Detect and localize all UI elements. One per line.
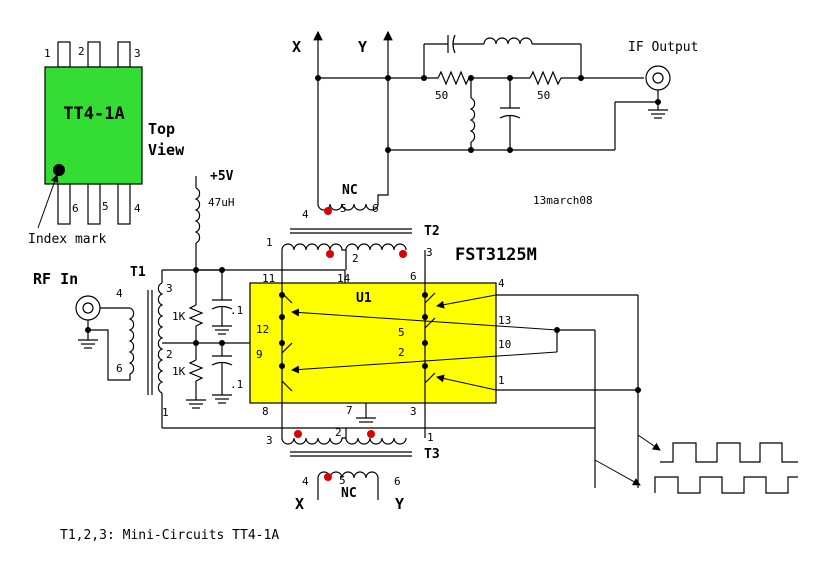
r50-left-label: 50 <box>435 89 448 102</box>
u1-pin-13: 13 <box>498 314 511 327</box>
t1-pin-2: 2 <box>166 348 173 361</box>
y-bottom-label: Y <box>395 495 404 513</box>
cap-top-label: .1 <box>230 304 243 317</box>
u1-pin-9: 9 <box>256 348 263 361</box>
footer-note: T1,2,3: Mini-Circuits TT4-1A <box>60 528 279 543</box>
t1-pin-6: 6 <box>116 362 123 375</box>
t3-label: T3 <box>424 447 440 462</box>
choke-label: 47uH <box>208 196 235 209</box>
rf-input-t1: RF In 4 6 T1 3 2 1 <box>33 265 595 429</box>
top-view-label-2: View <box>148 141 185 159</box>
chip-pin-5: 5 <box>102 200 109 213</box>
t3-pin-2: 2 <box>335 426 342 439</box>
u1-pin-1: 1 <box>498 374 505 387</box>
u1-pin-10: 10 <box>498 338 511 351</box>
rf-in-label: RF In <box>33 270 78 288</box>
x-top-label: X <box>292 38 301 56</box>
u1-pin-4: 4 <box>498 277 505 290</box>
mixer-part-label: FST3125M <box>455 245 537 265</box>
lo-control <box>496 294 798 494</box>
if-output-network: X Y 50 50 <box>292 30 698 207</box>
y-top-label: Y <box>358 38 367 56</box>
chip-pin-1: 1 <box>44 47 51 60</box>
transformer-t3: 3 2 1 4 5 6 T3 NC X Y <box>266 426 440 513</box>
t3-pin-1: 1 <box>427 431 434 444</box>
t2-pin-6: 6 <box>372 202 379 215</box>
t3-pin-6: 6 <box>394 475 401 488</box>
fst3125m-mixer: FST3125M U1 11 14 6 12 5 9 <box>249 245 558 438</box>
t2-pin-5: 5 <box>340 202 347 215</box>
t1-pin-1: 1 <box>162 406 169 419</box>
nc-bottom-label: NC <box>341 486 357 501</box>
u1-pin-2: 2 <box>398 346 405 359</box>
r50-right-label: 50 <box>537 89 550 102</box>
t2-pin-2: 2 <box>352 252 359 265</box>
nc-top-label: NC <box>342 183 358 198</box>
t3-pin-3: 3 <box>266 434 273 447</box>
chip-pin-4: 4 <box>134 202 141 215</box>
t1-label: T1 <box>130 265 146 280</box>
cap-bottom-label: .1 <box>230 378 243 391</box>
t2-pin-3: 3 <box>426 246 433 259</box>
u1-pin-11: 11 <box>262 272 275 285</box>
u1-pin-6: 6 <box>410 270 417 283</box>
t2-pin-4: 4 <box>302 208 309 221</box>
t2-label: T2 <box>424 224 440 239</box>
u1-pin-7: 7 <box>346 404 353 417</box>
chip-name: TT4-1A <box>63 104 124 124</box>
t2-pin-1: 1 <box>266 236 273 249</box>
t3-pin-4: 4 <box>302 475 309 488</box>
chip-pin-2: 2 <box>78 45 85 58</box>
t1-pin-4: 4 <box>116 287 123 300</box>
chip-pin-6: 6 <box>72 202 79 215</box>
if-output-label: IF Output <box>628 40 698 55</box>
x-bottom-label: X <box>295 495 304 513</box>
chip-pin-3: 3 <box>134 47 141 60</box>
r1k-bottom-label: 1K <box>172 365 186 378</box>
mixer-body <box>249 282 497 404</box>
mixer-ref-label: U1 <box>356 291 372 306</box>
t1-pin-3: 3 <box>166 282 173 295</box>
t3-pin-5: 5 <box>339 474 346 487</box>
u1-pin-8: 8 <box>262 405 269 418</box>
power-supply: +5V 47uH 1K 1K .1 .1 <box>172 169 243 409</box>
r1k-top-label: 1K <box>172 310 186 323</box>
index-mark-label: Index mark <box>28 232 106 247</box>
top-view-label-1: Top <box>148 120 175 138</box>
u1-pin-3: 3 <box>410 405 417 418</box>
u1-pin-14: 14 <box>337 272 351 285</box>
u1-pin-12: 12 <box>256 323 269 336</box>
date-label: 13march08 <box>533 194 593 207</box>
supply-label: +5V <box>210 169 234 184</box>
index-dot <box>53 164 65 176</box>
tt4-1a-pinout: TT4-1A 1 2 3 6 5 4 Top View Index mark <box>28 41 185 247</box>
transformer-t2: NC 4 5 6 1 2 3 T2 <box>266 150 440 270</box>
u1-pin-5: 5 <box>398 326 405 339</box>
